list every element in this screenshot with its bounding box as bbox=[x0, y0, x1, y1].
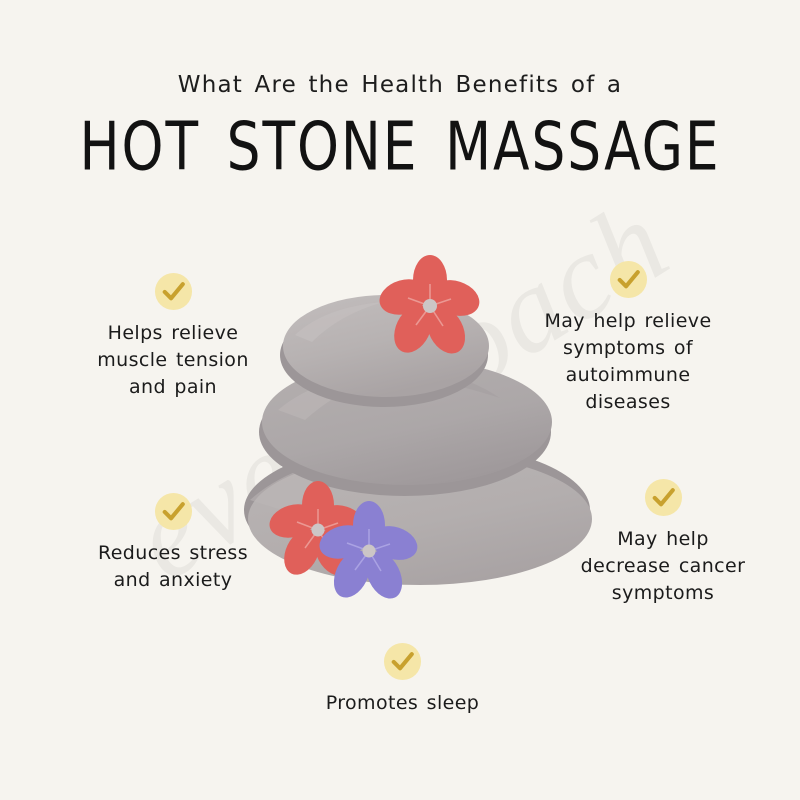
benefit-item-autoimmune: May help relieve symptoms of autoimmune … bbox=[505, 260, 751, 416]
benefit-item-promotes-sleep: Promotes sleep bbox=[280, 642, 525, 717]
poster-subtitle: What Are the Health Benefits of a bbox=[177, 72, 623, 98]
check-badge-icon bbox=[383, 642, 422, 681]
check-badge-icon bbox=[154, 492, 192, 531]
flower-top-red bbox=[379, 255, 480, 354]
check-badge-icon bbox=[644, 478, 682, 517]
heading-block: What Are the Health Benefits of a HOT ST… bbox=[0, 72, 800, 181]
check-badge-icon bbox=[609, 260, 647, 299]
benefit-label: Promotes sleep bbox=[325, 692, 480, 714]
top-stone bbox=[280, 295, 489, 407]
benefit-item-cancer-symptoms: May help decrease cancer symptoms bbox=[543, 478, 783, 607]
check-badge-icon bbox=[154, 272, 192, 311]
benefit-item-muscle-tension: Helps relieve muscle tension and pain bbox=[48, 272, 298, 401]
flower-bottom-purple bbox=[319, 501, 418, 599]
benefit-label: May help relieve symptoms of autoimmune … bbox=[544, 310, 712, 413]
benefit-label: Helps relieve muscle tension and pain bbox=[97, 322, 249, 398]
benefit-label: May help decrease cancer symptoms bbox=[580, 528, 746, 604]
benefit-label: Reduces stress and anxiety bbox=[97, 542, 249, 591]
benefit-item-stress-anxiety: Reduces stress and anxiety bbox=[48, 492, 298, 594]
poster-title: HOT STONE MASSAGE bbox=[79, 106, 721, 185]
